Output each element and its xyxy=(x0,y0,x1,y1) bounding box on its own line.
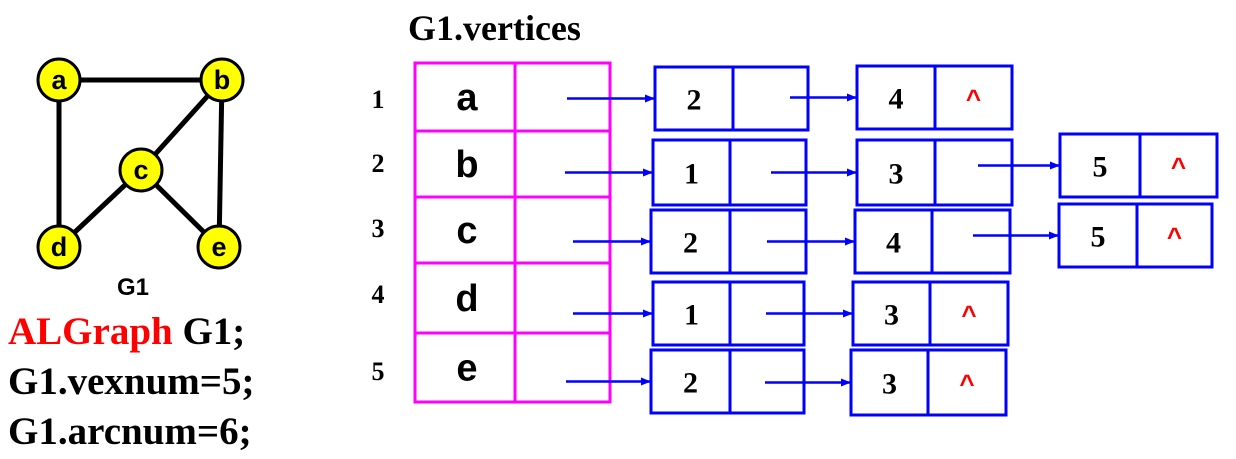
graph-node-label: e xyxy=(211,232,226,262)
null-pointer-symbol: ^ xyxy=(961,300,976,330)
graph-node-b: b xyxy=(199,57,245,103)
vertex-data-d: d xyxy=(455,278,478,320)
null-pointer-symbol: ^ xyxy=(1171,152,1186,182)
arc-node-d-3: 3^ xyxy=(851,280,1010,347)
graph-node-circle xyxy=(118,147,164,193)
vertex-index-2: 2 xyxy=(372,149,385,178)
graph-node-label: c xyxy=(133,155,148,185)
code-line-declaration: ALGraph G1; xyxy=(8,312,245,351)
graph-node-label: b xyxy=(214,65,231,95)
vertices-title: G1.vertices xyxy=(408,8,581,48)
vertex-index-1: 1 xyxy=(372,85,385,114)
vertex-index-5: 5 xyxy=(372,357,385,386)
graph-g1-drawing: a b c d e G1 xyxy=(36,57,245,301)
declaration-rest: G1; xyxy=(172,310,246,353)
null-pointer-symbol: ^ xyxy=(966,84,981,114)
vertex-array-outline xyxy=(413,61,612,404)
graph-node-label: a xyxy=(51,65,67,95)
arc-node-c-5: 5^ xyxy=(1057,202,1214,269)
graph-node-label: d xyxy=(51,232,68,262)
adjvex-value: 4 xyxy=(886,227,901,260)
code-line-vexnum: G1.vexnum=5; xyxy=(8,360,255,403)
vertex-index-4: 4 xyxy=(372,280,385,309)
vertex-data-e: e xyxy=(456,348,477,390)
vertex-data-a: a xyxy=(456,77,478,119)
graph-nodes: a b c d e xyxy=(36,57,245,270)
adjvex-value: 5 xyxy=(1091,221,1106,254)
vertex-index-3: 3 xyxy=(372,214,385,243)
graph-node-c: c xyxy=(118,147,164,193)
adjvex-value: 1 xyxy=(684,299,699,332)
adjvex-value: 3 xyxy=(884,299,899,332)
adjvex-value: 1 xyxy=(684,158,699,191)
null-pointer-symbol: ^ xyxy=(1167,222,1182,252)
vertex-array: 1 a 2 b 3 c 4 d 5 e xyxy=(372,61,612,404)
adjvex-value: 2 xyxy=(683,227,698,260)
pointer-arrows xyxy=(565,93,1060,387)
arc-node-a-4: 4^ xyxy=(855,64,1014,131)
graph-node-circle xyxy=(199,57,245,103)
graph-name-label: G1 xyxy=(117,274,149,301)
arc-node-b-5: 5^ xyxy=(1058,132,1219,199)
vertex-data-c: c xyxy=(456,210,477,252)
arc-node-e-3: 3^ xyxy=(849,348,1008,417)
adjvex-value: 4 xyxy=(889,83,904,116)
adjvex-value: 3 xyxy=(882,368,897,401)
graph-node-d: d xyxy=(36,224,82,270)
adjvex-value: 5 xyxy=(1093,151,1108,184)
graph-node-e: e xyxy=(196,224,242,270)
graph-node-circle xyxy=(36,224,82,270)
arc-node-c-4: 4 xyxy=(853,208,1012,275)
graph-edge-b-e xyxy=(216,79,225,248)
arc-node-a-2: 2 xyxy=(653,65,810,132)
adjvex-value: 3 xyxy=(889,158,904,191)
graph-node-circle xyxy=(36,57,82,103)
adjvex-value: 2 xyxy=(683,367,698,400)
type-keyword: ALGraph xyxy=(8,310,173,353)
vertex-data-b: b xyxy=(455,144,478,186)
graph-node-circle xyxy=(196,224,242,270)
null-pointer-symbol: ^ xyxy=(959,369,974,399)
graph-node-a: a xyxy=(36,57,82,103)
adjvex-value: 2 xyxy=(687,84,702,117)
arc-node-b-3: 3 xyxy=(855,138,1014,207)
code-line-arcnum: G1.arcnum=6; xyxy=(8,410,252,453)
